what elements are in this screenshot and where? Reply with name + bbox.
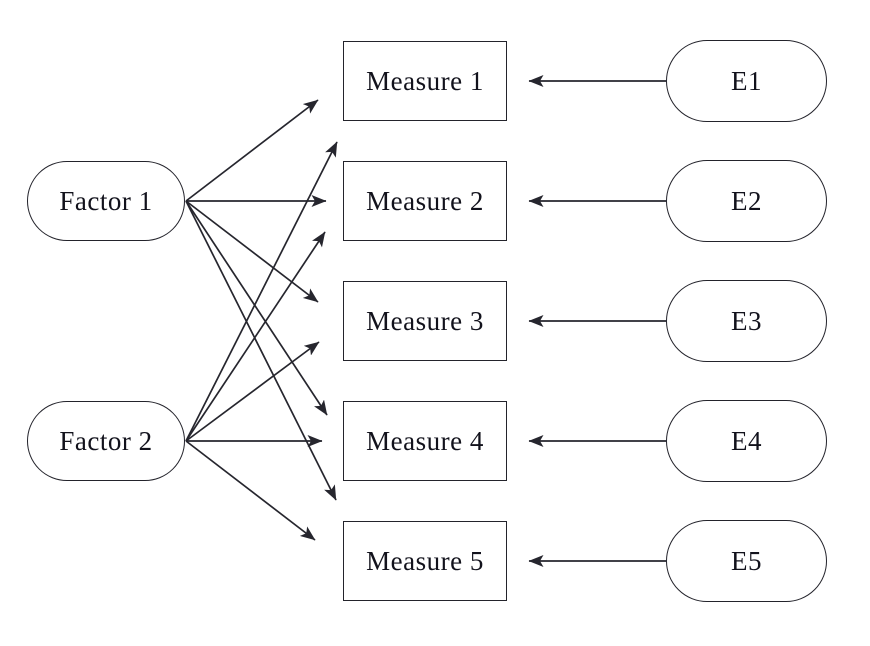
measure-3-node: Measure 3 (343, 281, 507, 361)
edge-factor1-measure4 (185, 200, 328, 416)
factor-2-label: Factor 2 (59, 425, 153, 456)
measure-2-label: Measure 2 (366, 185, 484, 216)
edge-factor2-measure2 (185, 231, 326, 442)
measure-1-node: Measure 1 (343, 41, 507, 121)
measure-4-label: Measure 4 (366, 425, 484, 456)
factor-1-node: Factor 1 (27, 161, 185, 241)
error-4-node: E4 (666, 400, 827, 482)
error-3-node: E3 (666, 280, 827, 362)
measure-1-label: Measure 1 (366, 65, 484, 96)
error-1-label: E1 (731, 65, 762, 96)
error-2-label: E2 (731, 185, 762, 216)
error-2-node: E2 (666, 160, 827, 242)
edge-factor1-measure5 (185, 200, 337, 501)
edge-factor2-measure1 (185, 141, 338, 442)
error-1-node: E1 (666, 40, 827, 122)
edge-factor1-measure3 (185, 200, 319, 303)
measure-4-node: Measure 4 (343, 401, 507, 481)
measure-2-node: Measure 2 (343, 161, 507, 241)
measure-5-node: Measure 5 (343, 521, 507, 601)
measure-3-label: Measure 3 (366, 305, 484, 336)
edge-factor2-measure3 (185, 341, 320, 442)
error-4-label: E4 (731, 425, 762, 456)
error-5-label: E5 (731, 545, 762, 576)
edge-factor1-measure1 (185, 99, 319, 202)
measure-5-label: Measure 5 (366, 545, 484, 576)
error-3-label: E3 (731, 305, 762, 336)
factor-1-label: Factor 1 (59, 185, 153, 216)
edge-factor2-measure5 (185, 440, 316, 541)
factor-2-node: Factor 2 (27, 401, 185, 481)
error-5-node: E5 (666, 520, 827, 602)
